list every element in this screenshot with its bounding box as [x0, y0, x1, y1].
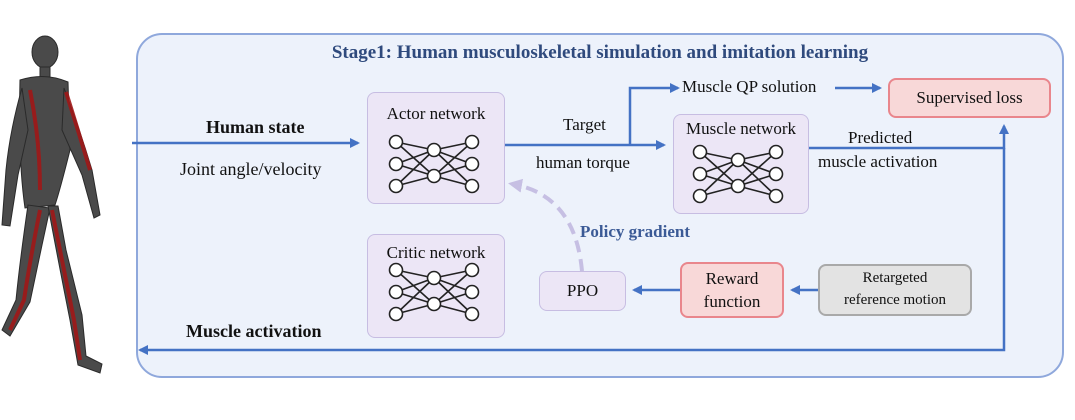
net-node [388, 262, 404, 278]
qp-branch-arrow [628, 83, 680, 145]
critic-network-label: Critic network [386, 243, 486, 262]
net-edge [699, 159, 739, 197]
net-edge [395, 277, 435, 315]
net-node [464, 284, 480, 300]
predicted-muscle-label: muscle activation [818, 152, 938, 171]
net-node [768, 166, 784, 182]
ppo-node [539, 271, 626, 311]
target-label: Target [563, 115, 606, 134]
muscle-activation-label: Muscle activation [186, 321, 322, 341]
critic-net-icon [388, 262, 480, 322]
net-edge [433, 277, 473, 315]
predicted-to-loss-arrow [809, 124, 1009, 150]
net-node [730, 152, 746, 168]
net-edge [433, 141, 473, 177]
net-node [426, 296, 442, 312]
net-node [426, 270, 442, 286]
retargeted-motion-node [818, 264, 972, 316]
muscle-activation-return-arrow [138, 148, 1006, 355]
net-node [426, 142, 442, 158]
human-state-label: Human state [206, 117, 305, 137]
human-torque-label: human torque [536, 153, 630, 172]
net-node [388, 306, 404, 322]
retargeted-label-line1: Retargeted [862, 270, 928, 286]
net-edge [395, 141, 435, 177]
net-edge [737, 159, 777, 197]
net-edge [699, 151, 739, 187]
net-node [730, 178, 746, 194]
net-node [464, 178, 480, 194]
muscle-net-icon [692, 144, 784, 204]
critic-network-node [367, 234, 505, 338]
joint-angle-label: Joint angle/velocity [180, 159, 322, 179]
net-node [464, 306, 480, 322]
neural-network-icons [388, 134, 784, 322]
reward-label-line1: Reward [705, 269, 759, 288]
actor-network-label: Actor network [386, 104, 486, 123]
net-node [692, 166, 708, 182]
stage-title: Stage1: Human musculoskeletal simulation… [331, 42, 869, 63]
net-edge [433, 269, 473, 305]
net-edge [433, 149, 473, 187]
retargeted-label-line2: reference motion [843, 292, 947, 308]
net-node [768, 144, 784, 160]
muscle-network-label: Muscle network [685, 119, 796, 138]
predicted-label: Predicted [848, 128, 913, 147]
net-edge [395, 269, 435, 305]
net-node [388, 156, 404, 172]
policy-gradient-arrow [508, 178, 584, 272]
muscle-qp-label: Muscle QP solution [682, 77, 817, 96]
reward-function-node [680, 262, 784, 318]
net-node [388, 134, 404, 150]
net-edge [395, 149, 435, 187]
supervised-loss-node [888, 78, 1051, 118]
net-node [692, 144, 708, 160]
actor-net-icon [388, 134, 480, 194]
walking-musculoskeletal-figure-icon [1, 35, 103, 374]
policy-gradient-label: Policy gradient [580, 222, 691, 241]
ppo-label: PPO [566, 281, 599, 300]
net-node [692, 188, 708, 204]
reward-label-line2: function [703, 292, 761, 311]
net-node [464, 134, 480, 150]
supervised-loss-label: Supervised loss [916, 88, 1023, 107]
net-edge [737, 151, 777, 187]
net-node [426, 168, 442, 184]
net-node [464, 262, 480, 278]
net-node [388, 284, 404, 300]
net-node [768, 188, 784, 204]
net-node [388, 178, 404, 194]
net-node [464, 156, 480, 172]
